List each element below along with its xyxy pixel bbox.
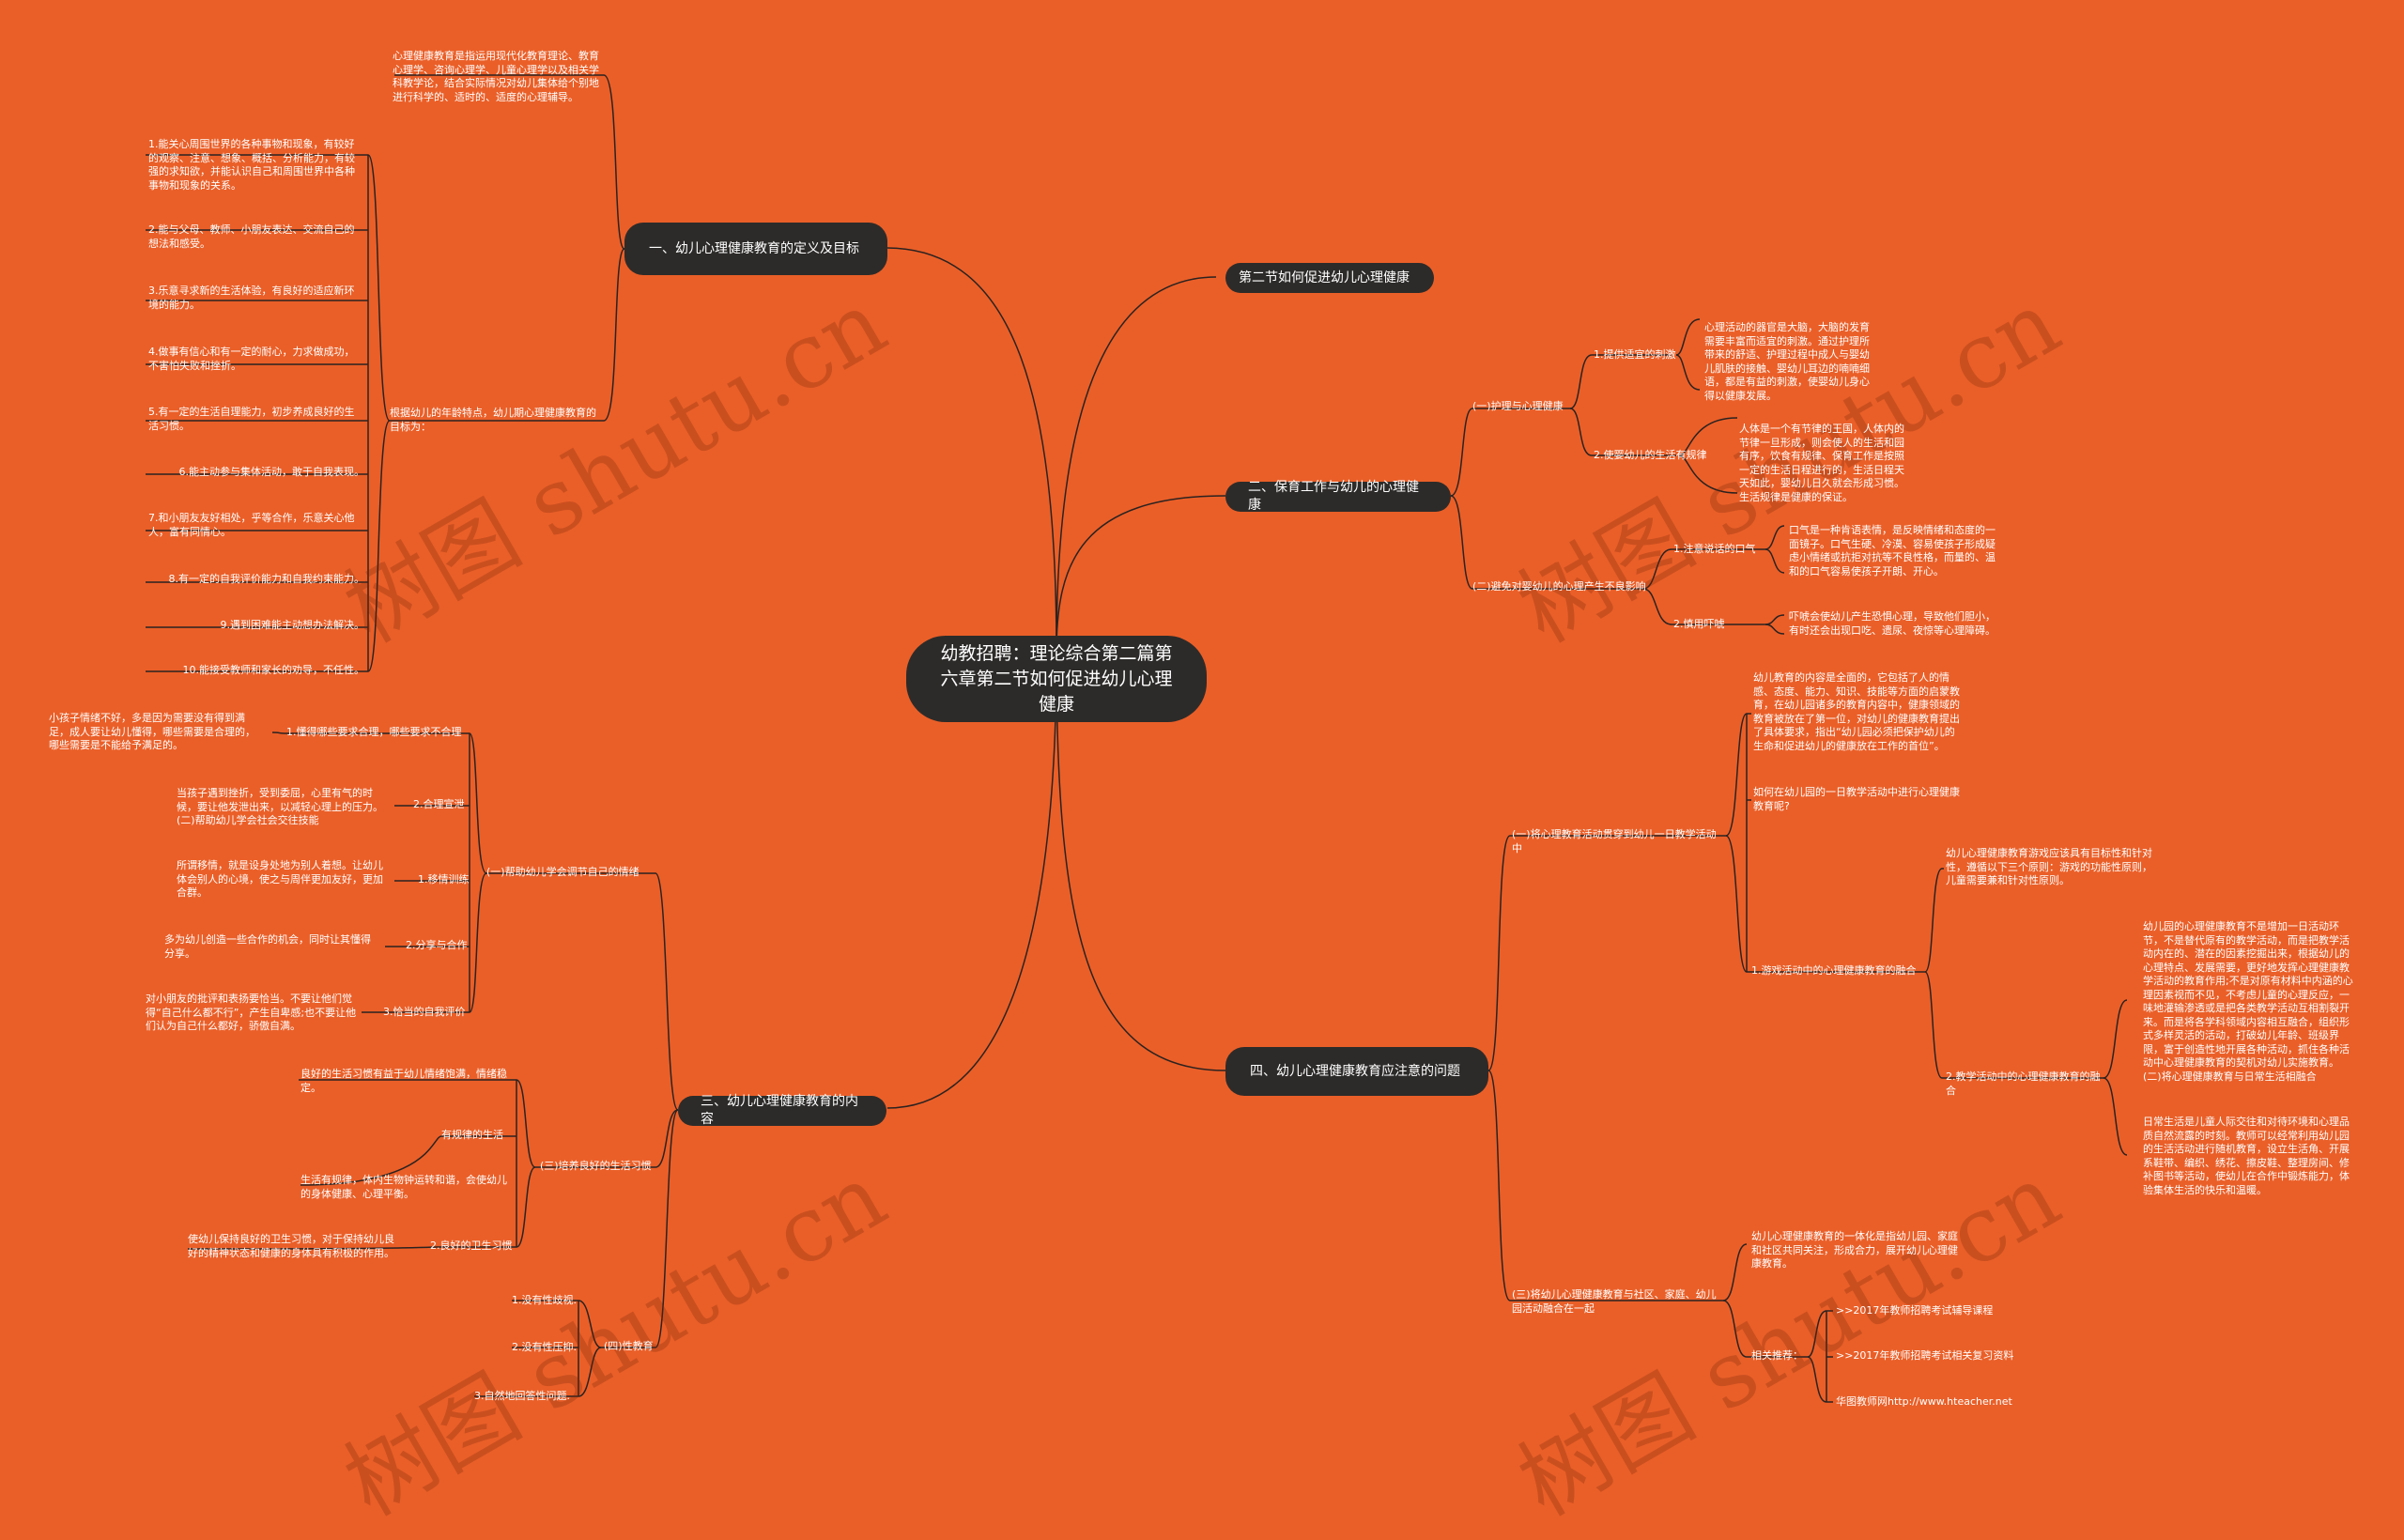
emotion-item-text: 对小朋友的批评和表扬要恰当。不要让他们觉得“自己什么都不行”，产生自卑感;也不要… xyxy=(146,993,357,1032)
sex-ed-label: (四)性教育 xyxy=(604,1340,654,1352)
goals-label: 根据幼儿的年龄特点，幼儿期心理健康教育的目标为： xyxy=(390,407,596,433)
habit-item-label: 2.良好的卫生习惯 xyxy=(430,1240,513,1252)
emotion-item-text: 小孩子情绪不好，多是因为需要没有得到满足，成人要让幼儿懂得，哪些需要是合理的，哪… xyxy=(49,712,255,751)
habit-item-text: 使幼儿保持良好的卫生习惯，对于保持幼儿良好的精神状态和健康的身体具有积极的作用。 xyxy=(188,1233,394,1259)
community-text: 幼儿心理健康教育的一体化是指幼儿园、家庭和社区共同关注，形成合力，展开幼儿心理健… xyxy=(1751,1230,1958,1270)
game-integration-text: 幼儿心理健康教育游戏应该具有目标性和针对性，遵循以下三个原则：游戏的功能性原则，… xyxy=(1946,847,2152,886)
recommend-link[interactable]: >>2017年教师招聘考试辅导课程 xyxy=(1836,1304,1994,1317)
avoid-label: (二)避免对婴幼儿的心理产生不良影响 xyxy=(1472,580,1646,593)
sex-ed-item: 2.没有性压抑. xyxy=(512,1341,577,1353)
goal-item: 7.和小朋友友好相处，乎等合作，乐意关心他人，富有同情心。 xyxy=(148,512,355,538)
avoid-item-scare-text: 吓唬会使幼儿产生恐惧心理，导致他们胆小，有时还会出现口吃、遗尿、夜惊等心理障碍。 xyxy=(1789,610,1996,637)
definition-text: 心理健康教育是指运用现代化教育理论、教育心理学、咨询心理学、儿童心理学以及相关学… xyxy=(393,50,599,103)
daily-activity-label: (一)将心理教育活动贯穿到幼儿一日教学活动中 xyxy=(1512,828,1717,855)
goal-item: 5.有一定的生活自理能力，初步养成良好的生活习惯。 xyxy=(148,406,355,432)
goal-item: 2.能与父母、教师、小朋友表达、交流自己的想法和感受。 xyxy=(148,223,355,250)
goal-item: 4.做事有信心和有一定的耐心，力求做成功，不害怕失败和挫折。 xyxy=(148,346,355,372)
avoid-item-tone: 1.注意说话的口气 xyxy=(1673,543,1756,555)
community-label: (三)将幼儿心理健康教育与社区、家庭、幼儿园活动融合在一起 xyxy=(1512,1288,1717,1315)
emotion-item-label: 2.分享与合作 xyxy=(406,939,468,951)
goal-item: 6.能主动参与集体活动，敢于自我表现。 xyxy=(178,466,365,478)
sex-ed-item: 1.没有性歧视. xyxy=(512,1294,577,1306)
sex-ed-item: 3.自然地回答性问题. xyxy=(474,1390,570,1402)
care-label: (一)护理与心理健康 xyxy=(1472,400,1564,412)
branch-how-to-promote[interactable]: 第二节如何促进幼儿心理健康 xyxy=(1225,263,1434,293)
recommend-link[interactable]: 华图教师网http://www.hteacher.net xyxy=(1836,1395,2012,1408)
daily-activity-question: 如何在幼儿园的一日教学活动中进行心理健康教育呢? xyxy=(1753,786,1960,812)
recommend-link[interactable]: >>2017年教师招聘考试相关复习资料 xyxy=(1836,1349,2014,1362)
branch-education-notes[interactable]: 四、幼儿心理健康教育应注意的问题 xyxy=(1225,1047,1488,1096)
daily-activity-text: 幼儿教育的内容是全面的，它包括了人的情感、态度、能力、知识、技能等方面的启蒙教育… xyxy=(1753,671,1960,752)
connector-lines xyxy=(146,74,2128,1403)
emotion-label: (一)帮助幼儿学会调节自己的情绪 xyxy=(486,866,640,878)
emotion-item-label: 1.懂得哪些要求合理，哪些要求不合理 xyxy=(286,726,462,738)
care-item-stimulus: 1.提供适宜的刺激 xyxy=(1594,348,1676,361)
care-item-stimulus-text: 心理活动的器官是大脑，大脑的发育需要丰富而适宜的刺激。通过护理所带来的舒适、护理… xyxy=(1704,321,1870,402)
emotion-item-text: 当孩子遇到挫折，受到委屈，心里有气的时候，要让他发泄出来，以减轻心理上的压力。(… xyxy=(177,787,383,826)
goal-item: 3.乐意寻求新的生活体验，有良好的适应新环境的能力。 xyxy=(148,285,355,311)
goal-item: 1.能关心周围世界的各种事物和现象，有较好的观察、注意、想象、概括、分析能力，有… xyxy=(148,138,355,192)
emotion-item-label: 2.合理宣泄 xyxy=(413,798,465,810)
habit-item-label: 有规律的生活 xyxy=(441,1129,503,1141)
emotion-item-label: 3.恰当的自我评价 xyxy=(383,1006,466,1018)
branch-education-content[interactable]: 三、幼儿心理健康教育的内容 xyxy=(678,1094,886,1127)
teaching-integration-label: 2.教学活动中的心理健康教育的融合 xyxy=(1946,1070,2101,1097)
habit-item-text: 生活有规律，体内生物钟运转和谐，会使幼儿的身体健康、心理平衡。 xyxy=(300,1174,507,1200)
branch-childcare-mental-health[interactable]: 二、保育工作与幼儿的心理健康 xyxy=(1225,480,1451,513)
avoid-item-scare: 2.慎用吓唬 xyxy=(1673,618,1725,630)
teaching-integration-text: 幼儿园的心理健康教育不是增加一日活动环节，不是替代原有的教学活动，而是把教学活动… xyxy=(2143,920,2353,1083)
goal-item: 9.遇到困难能主动想办法解决。 xyxy=(220,619,365,631)
emotion-item-text: 所谓移情，就是设身处地为别人着想。让幼儿体会别人的心境，使之与周伴更加友好，更加… xyxy=(177,859,383,899)
goal-item: 10.能接受教师和家长的劝导，不任性。 xyxy=(182,664,365,676)
game-integration-label: 1.游戏活动中的心理健康教育的融合 xyxy=(1751,964,1917,977)
avoid-item-tone-text: 口气是一种肯语表情，是反映情绪和态度的一面镜子。口气生硬、冷漠、容易使孩子形成疑… xyxy=(1789,524,1996,578)
recommend-label: 相关推荐： xyxy=(1751,1349,1803,1362)
goal-item: 8.有一定的自我评价能力和自我约束能力。 xyxy=(168,573,365,585)
daily-life-integration-text: 日常生活是儿童人际交往和对待环境和心理品质自然流露的时刻。教师可以经常利用幼儿园… xyxy=(2143,1116,2350,1196)
root-topic[interactable]: 幼教招聘：理论综合第二篇第六章第二节如何促进幼儿心理健康 xyxy=(906,636,1207,722)
habit-label: (三)培养良好的生活习惯 xyxy=(540,1160,652,1172)
emotion-item-text: 多为幼儿创造一些合作的机会，同时让其懂得分享。 xyxy=(164,933,371,960)
care-item-regular-text: 人体是一个有节律的王国，人体内的节律一旦形成，则会使人的生活和园有序，饮食有规律… xyxy=(1739,423,1904,503)
habit-intro: 良好的生活习惯有益于幼儿情绪饱满，情绪稳定。 xyxy=(300,1068,507,1094)
care-item-regular: 2.使婴幼儿的生活有规律 xyxy=(1594,449,1707,461)
branch-definition-goals[interactable]: 一、幼儿心理健康教育的定义及目标 xyxy=(624,223,887,275)
emotion-item-label: 1.移情训练 xyxy=(418,873,470,886)
